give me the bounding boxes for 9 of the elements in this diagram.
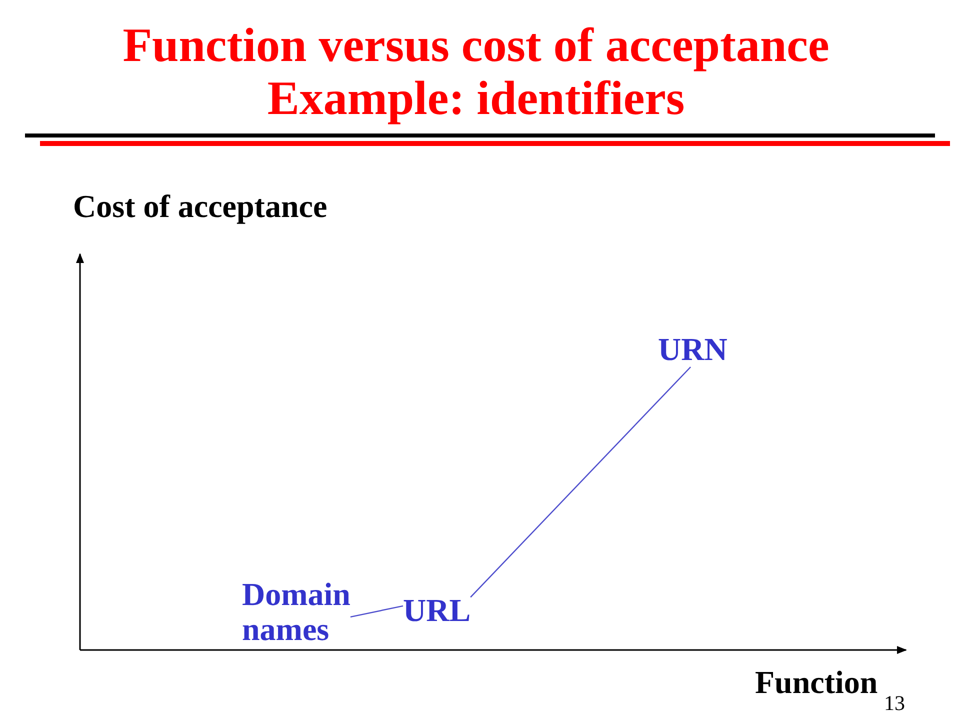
point-label: Domain names xyxy=(242,577,350,647)
connector-line xyxy=(350,605,404,618)
connector-line xyxy=(470,366,692,598)
axis-title: Cost of acceptance xyxy=(73,188,328,224)
slide-title: Function versus cost of acceptance Example: identifiers xyxy=(122,19,830,125)
page-number: 13 xyxy=(884,691,905,715)
point-label: URN xyxy=(658,332,728,367)
point-label: URL xyxy=(403,593,471,628)
axis-title: Function xyxy=(755,664,878,700)
